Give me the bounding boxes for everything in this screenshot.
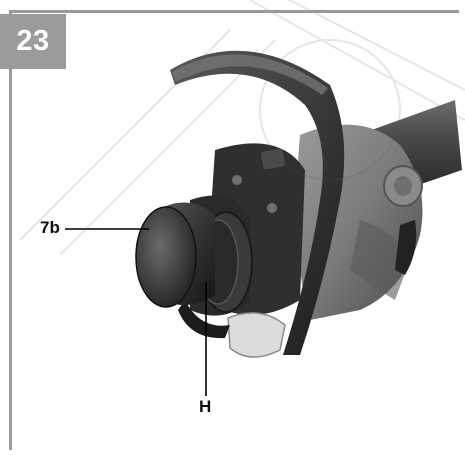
- housing-dark-side: [395, 220, 417, 275]
- spool-base: [178, 300, 230, 339]
- latch: [261, 148, 285, 170]
- spool-cap: [135, 206, 197, 308]
- callout-label-7b: 7b: [40, 218, 60, 237]
- housing-boss-center: [394, 176, 412, 196]
- guard-rim-highlight: [172, 54, 328, 95]
- screw-2: [267, 203, 277, 213]
- figure-number: 23: [16, 25, 50, 57]
- watermark-stamp: [19, 0, 465, 256]
- line-cutter-blade: [227, 312, 286, 358]
- housing-vents: [350, 220, 410, 300]
- callout-label-h: H: [199, 397, 212, 416]
- figure-frame-left: [9, 10, 12, 450]
- screw-1: [232, 175, 242, 185]
- figure-number-badge: 23: [0, 14, 66, 69]
- figure-frame-top: [9, 10, 459, 13]
